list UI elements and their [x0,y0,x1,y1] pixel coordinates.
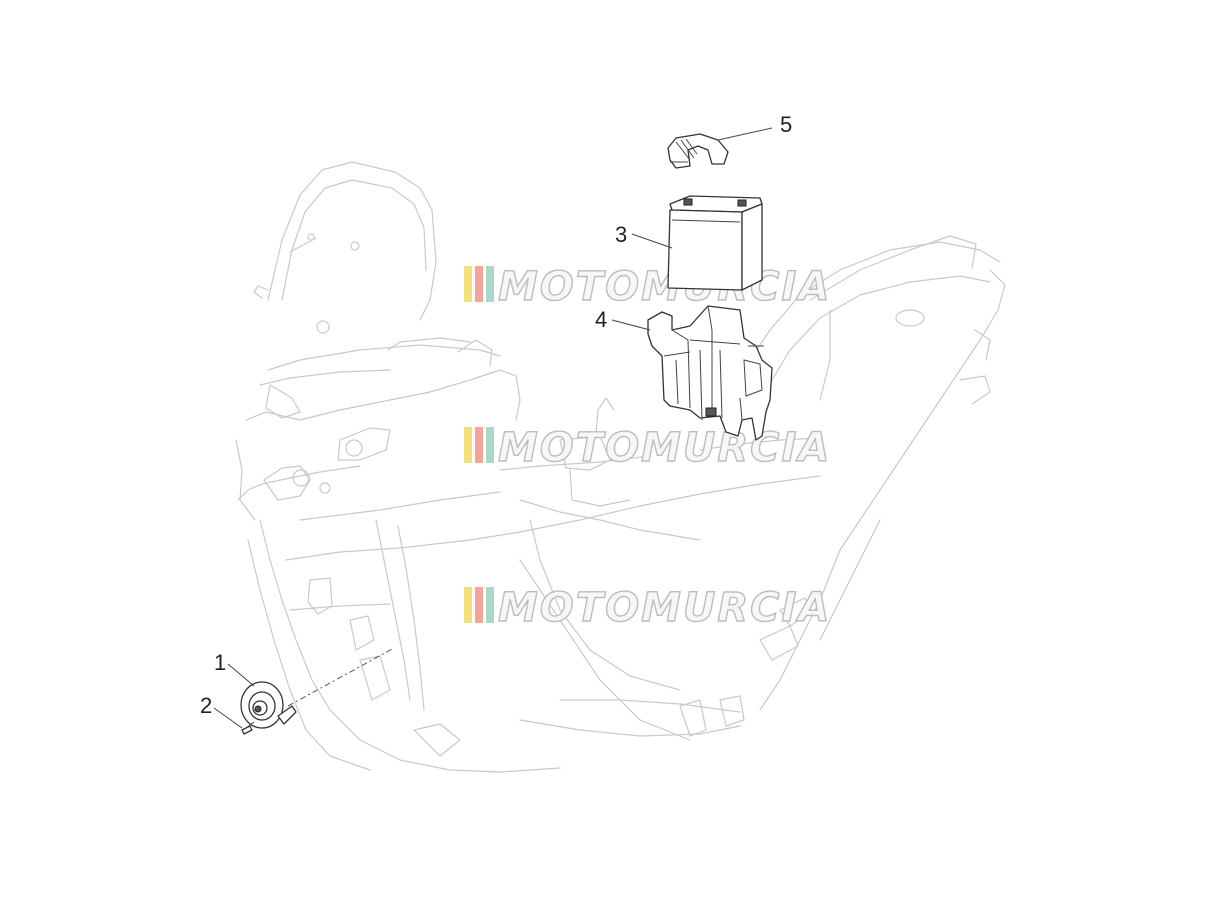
callout-1: 1 [214,650,226,675]
part-3-battery[interactable] [667,195,763,291]
part-5-battery-strap[interactable] [667,133,729,169]
watermark-stripe-yellow [464,587,472,623]
leader-line-4 [611,319,651,331]
watermark-stripe-yellow [464,427,472,463]
watermark: MOTOMURCIA [464,424,831,472]
callout-4: 4 [595,307,607,332]
leader-line-1 [227,663,255,687]
assembly-line [287,647,395,707]
watermark-text: MOTOMURCIA [498,425,831,471]
part-2-bolt[interactable] [241,721,255,735]
battery-terminal-positive [737,199,747,207]
callout-5: 5 [780,112,792,137]
leader-line-2 [213,707,243,729]
watermark-text: MOTOMURCIA [498,264,831,310]
watermark-stripe-green [486,587,494,623]
watermark-stripe-green [486,266,494,302]
scooter-body-outline [235,161,1006,773]
watermark-stripe-red [475,266,483,302]
leader-line-3 [631,233,673,249]
watermark-stripe-yellow [464,266,472,302]
part-1-horn[interactable] [240,681,297,729]
watermark-stripe-red [475,427,483,463]
callout-3: 3 [615,222,627,247]
watermark-stripe-green [486,427,494,463]
watermark-text: MOTOMURCIA [498,585,831,631]
watermark: MOTOMURCIA [464,584,831,632]
callout-2: 2 [200,693,212,718]
battery-terminal-negative [683,198,693,206]
watermark-stripe-red [475,587,483,623]
watermark: MOTOMURCIA [464,263,831,311]
part-4-battery-holder[interactable] [647,305,773,441]
leader-line-5 [717,127,773,141]
holder-fuse [705,407,717,417]
